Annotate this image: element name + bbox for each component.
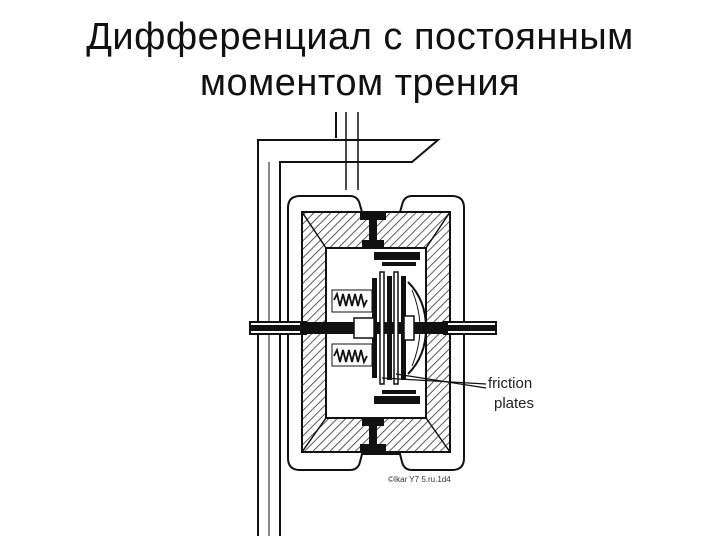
housing-corner-lines — [301, 211, 451, 453]
input-shaft — [335, 112, 359, 190]
image-credit: ©Ikar Y7 5.ru.1d4 — [388, 475, 451, 484]
friction-label-line-2: plates — [494, 395, 534, 412]
pinion-bottom — [360, 390, 420, 454]
pinion-top — [360, 212, 420, 266]
friction-label-line-1: friction — [488, 375, 532, 392]
ring-gear-bracket — [257, 139, 441, 536]
title-line-1: Дифференциал с постоянным — [86, 16, 634, 58]
title-line-2: моментом трения — [199, 62, 521, 104]
friction-plates-leaders — [381, 373, 487, 389]
left-output-shaft — [249, 321, 400, 335]
friction-plate-stack — [353, 271, 428, 385]
slide-title: Дифференциал с постоянным моментом трени… — [0, 14, 720, 106]
